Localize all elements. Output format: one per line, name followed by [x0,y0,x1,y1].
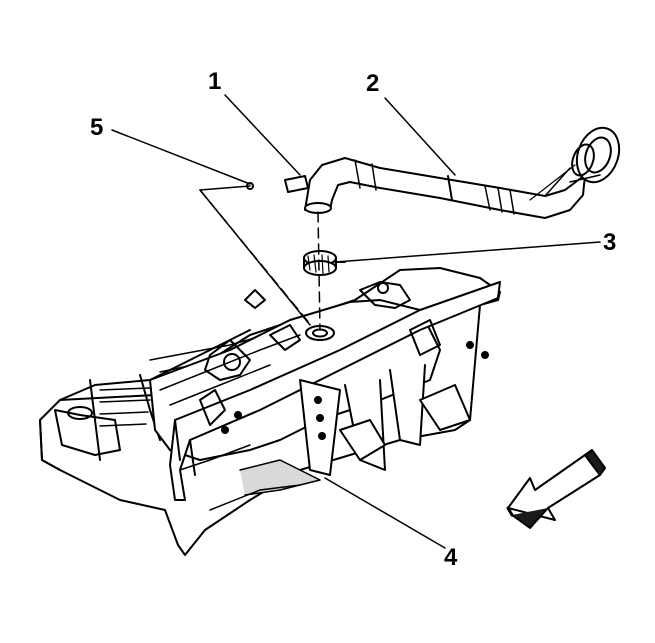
hose-clamp [303,250,346,276]
front-direction-arrow-icon [506,449,606,529]
frame-rail [169,281,501,511]
leader-lines [111,94,601,549]
fuel-filler-pipe [304,126,621,219]
callout-1: 1 [208,68,222,95]
leader-4 [324,477,446,549]
leader-5c [199,189,311,325]
leader-2 [384,97,456,176]
callout-3: 3 [603,229,617,256]
leader-5 [111,129,251,185]
installation-guide-lines [317,211,321,331]
leader-3 [334,241,601,263]
callout-5: 5 [90,114,104,141]
callout-4: 4 [444,544,458,571]
callout-2: 2 [366,70,380,97]
leader-1 [224,94,301,176]
bracket [246,175,309,193]
